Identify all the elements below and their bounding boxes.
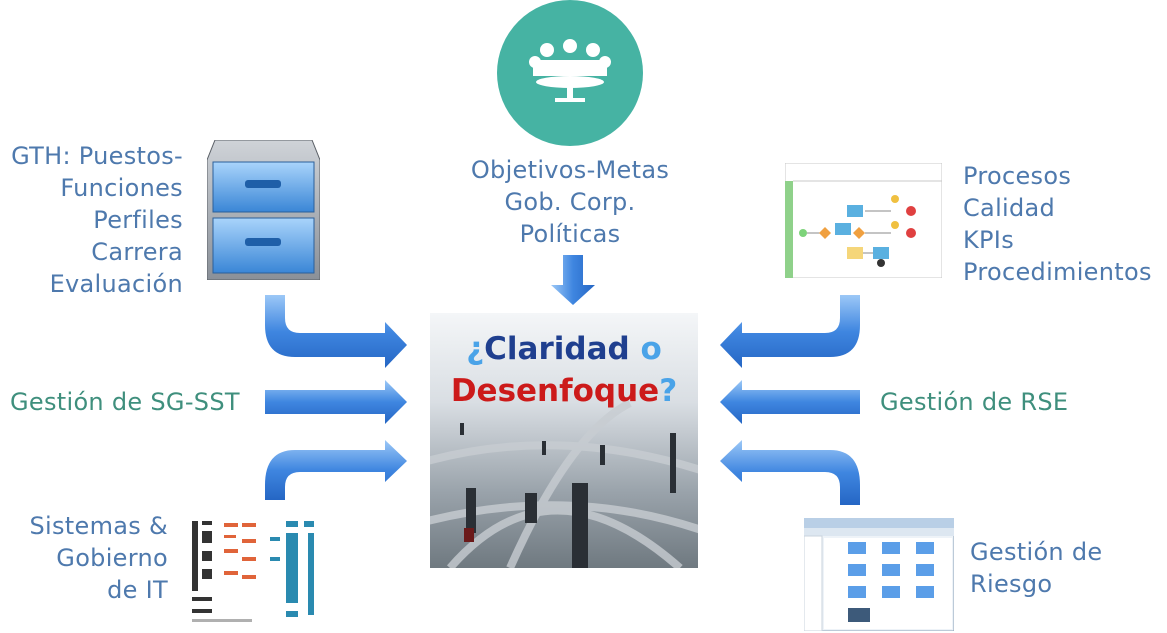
arrow-right-top xyxy=(720,295,860,368)
process-diagram-thumbnail xyxy=(785,163,942,278)
gth-label: GTH: Puestos- Funciones Perfiles Carrera… xyxy=(11,142,183,298)
procesos-label: Procesos Calidad KPIs Procedimientos xyxy=(963,162,1152,286)
arrow-top-down xyxy=(551,255,595,305)
crossroads-illustration xyxy=(430,399,698,568)
it-chart-thumbnail xyxy=(190,517,330,625)
sst-label: Gestión de SG-SST xyxy=(10,388,240,416)
arrow-right-middle xyxy=(720,380,860,424)
riesgo-label: Gestión de Riesgo xyxy=(970,538,1103,598)
business-people-on-crossroads-image: ¿Claridad o Desenfoque? xyxy=(430,313,698,568)
file-explorer-thumbnail xyxy=(804,518,954,631)
arrow-left-bottom xyxy=(265,440,407,500)
filing-cabinet-icon xyxy=(207,140,320,280)
meeting-people-icon xyxy=(497,0,643,146)
objetivos-label: Objetivos-Metas Gob. Corp. Políticas xyxy=(470,156,670,248)
question-line-2: Desenfoque? xyxy=(450,373,678,409)
arrow-right-bottom xyxy=(720,440,860,505)
rse-label: Gestión de RSE xyxy=(880,388,1069,416)
sistemas-label: Sistemas & Gobierno de IT xyxy=(29,512,168,604)
arrow-left-middle xyxy=(265,380,407,424)
arrow-left-top xyxy=(265,295,407,368)
question-line-1: ¿Claridad o xyxy=(466,331,662,367)
